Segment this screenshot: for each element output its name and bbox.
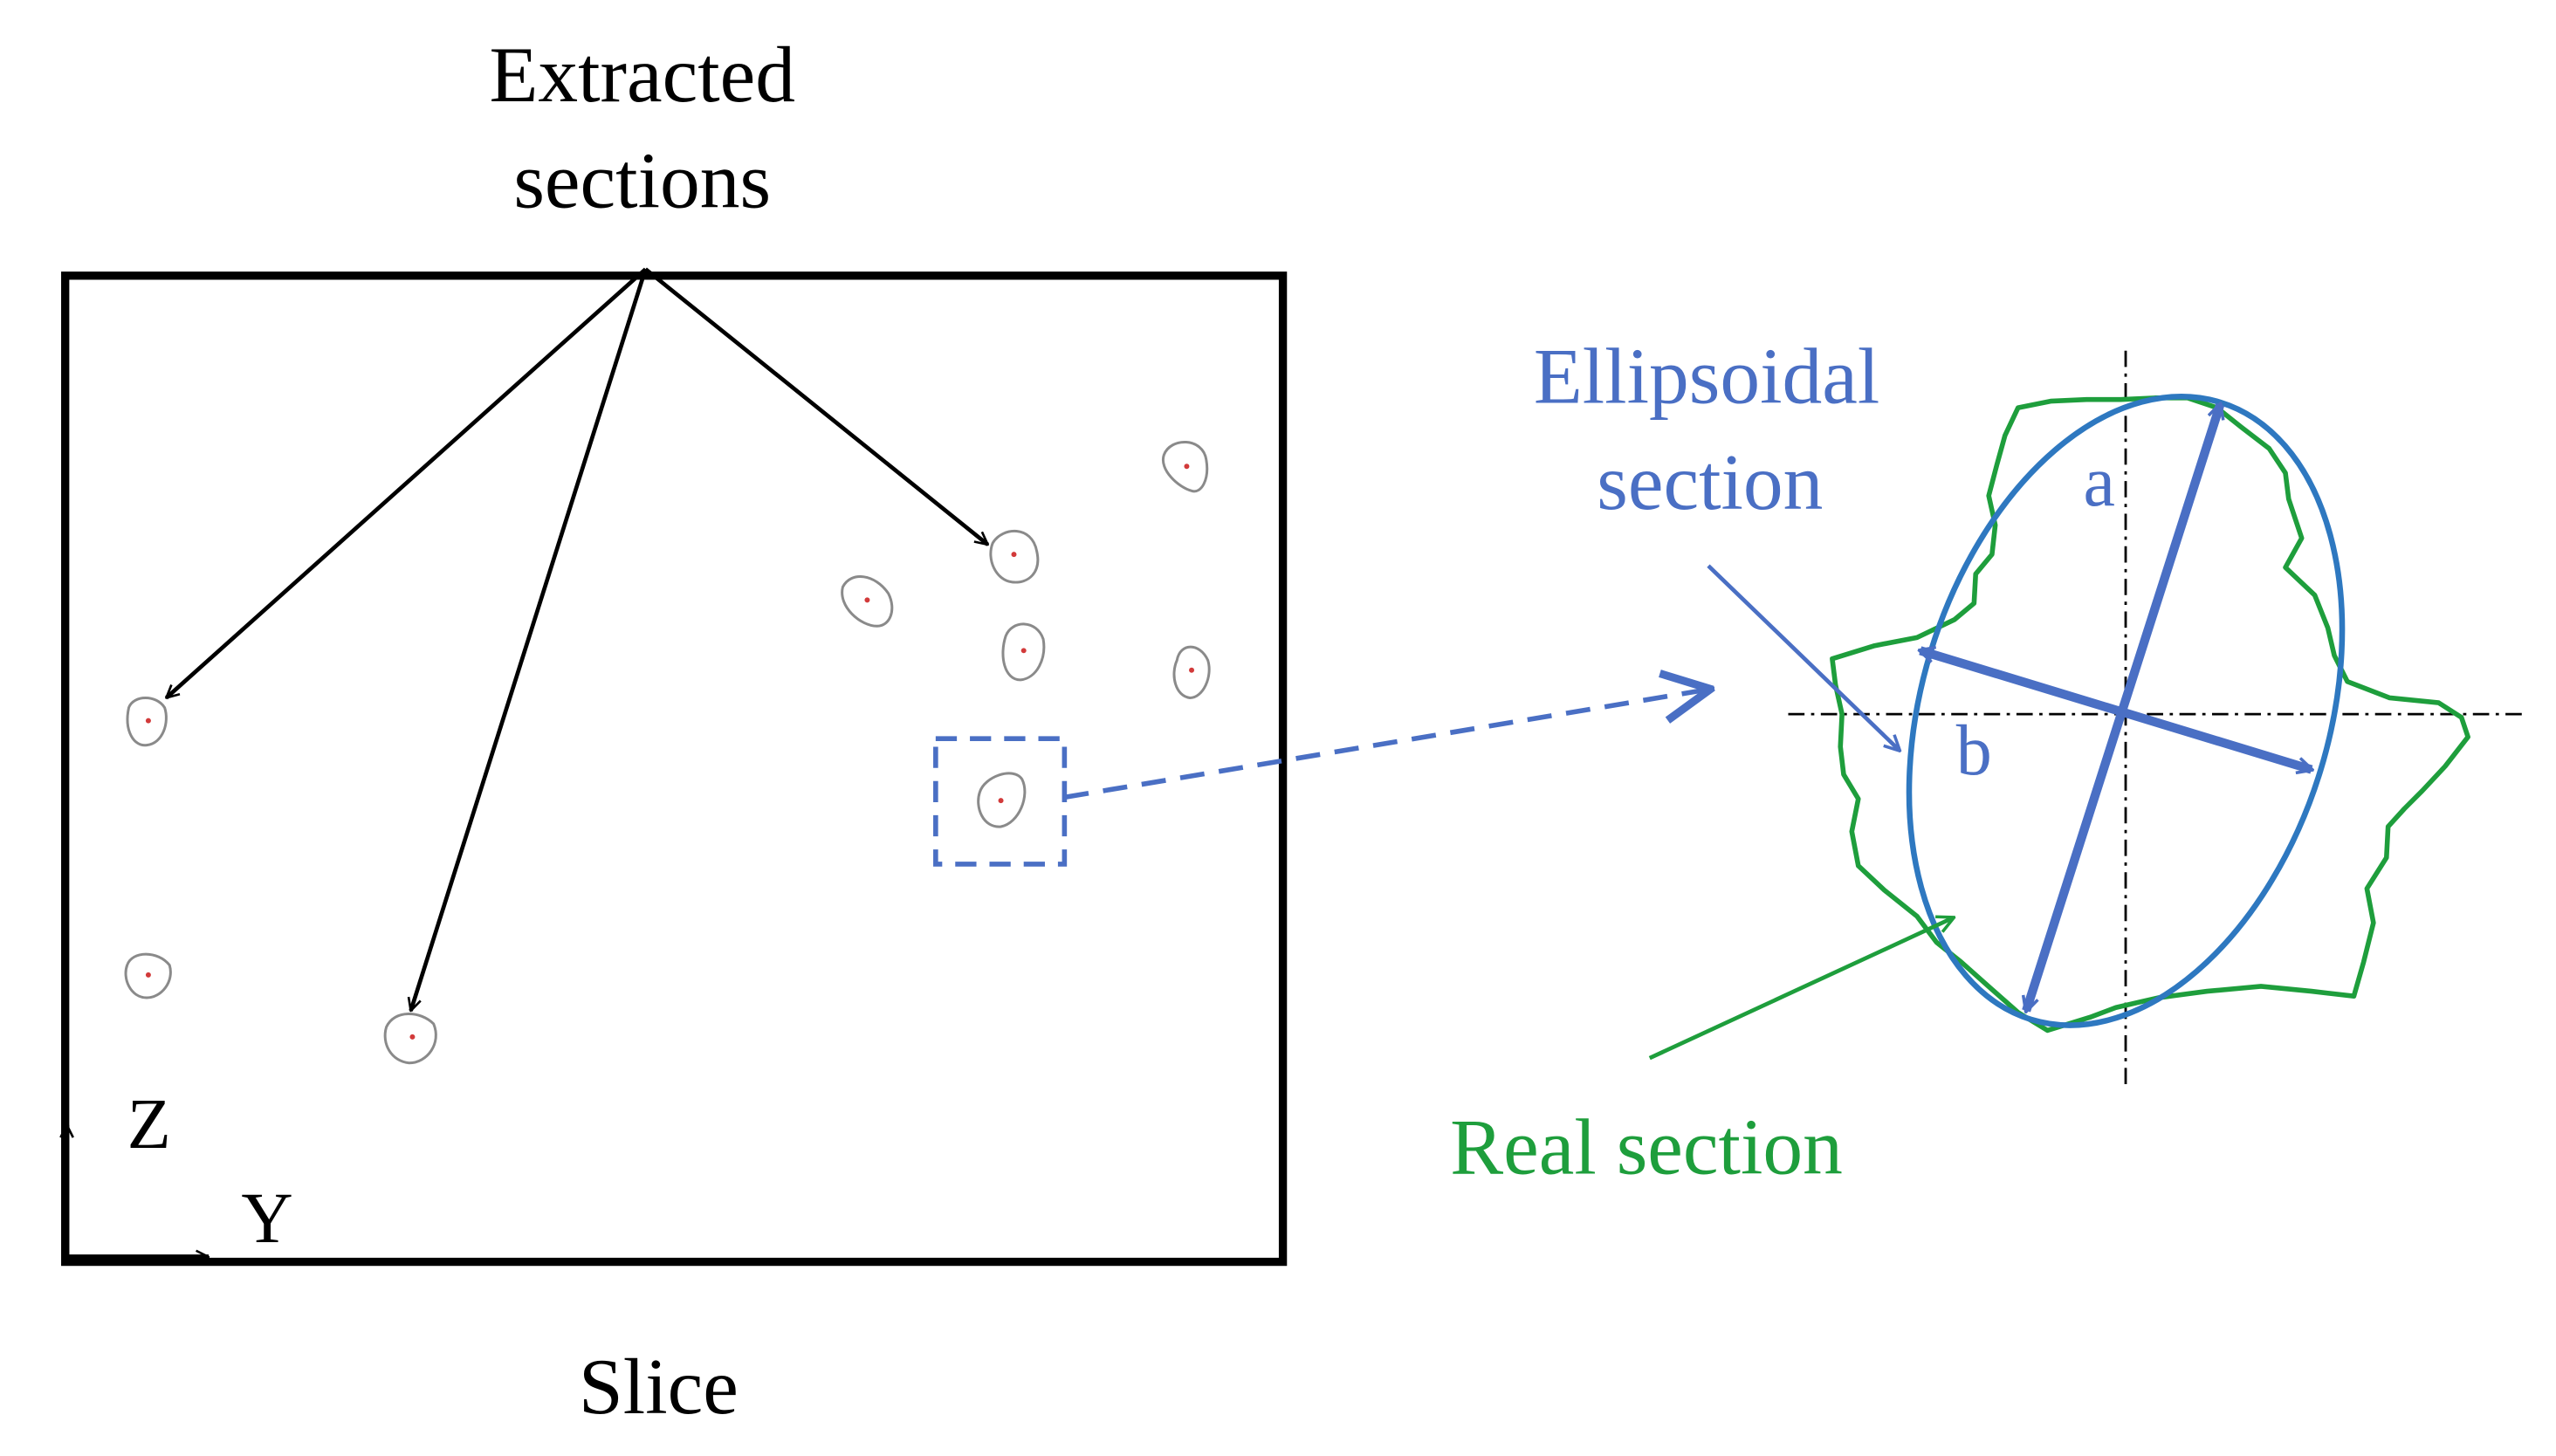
real-section-outline xyxy=(1830,395,2470,1034)
zoom-connector-arrow xyxy=(1063,690,1707,800)
section-8 xyxy=(1172,645,1211,699)
slice-frame xyxy=(61,271,1288,1267)
major-axis-label: a xyxy=(2083,442,2114,521)
section-centers xyxy=(145,464,1195,1040)
minor-axis-b-arrow xyxy=(1920,650,2312,769)
section-5 xyxy=(989,530,1040,584)
section-7 xyxy=(1001,622,1046,682)
extracted-sections xyxy=(124,441,1211,1065)
section-3 xyxy=(383,1013,437,1065)
real-section-pointer-arrow xyxy=(1648,918,1953,1061)
pointer-arrow-right xyxy=(644,267,987,545)
slice-label: Slice xyxy=(579,1342,739,1431)
extracted-sections-title-line2: sections xyxy=(513,135,771,224)
section-9 xyxy=(977,772,1027,828)
z-axis-label: Z xyxy=(127,1084,171,1164)
pointer-arrow-left xyxy=(166,267,648,697)
ellipsoidal-section-label-line1: Ellipsoidal xyxy=(1534,331,1879,420)
ellipsoidal-pointer-arrow xyxy=(1707,564,1899,750)
y-axis-label: Y xyxy=(241,1178,292,1258)
selection-box xyxy=(933,736,1068,867)
section-4 xyxy=(841,575,894,628)
section-1 xyxy=(126,696,168,747)
section-2 xyxy=(124,952,172,999)
section-6 xyxy=(1161,441,1209,493)
pointer-arrow-middle xyxy=(411,268,648,1011)
ellipsoidal-section-label-line2: section xyxy=(1597,437,1823,526)
extracted-sections-title-line1: Extracted xyxy=(489,30,795,119)
minor-axis-label: b xyxy=(1956,711,1992,790)
zoomed-section: a b xyxy=(1788,350,2527,1085)
real-section-label: Real section xyxy=(1450,1102,1843,1192)
